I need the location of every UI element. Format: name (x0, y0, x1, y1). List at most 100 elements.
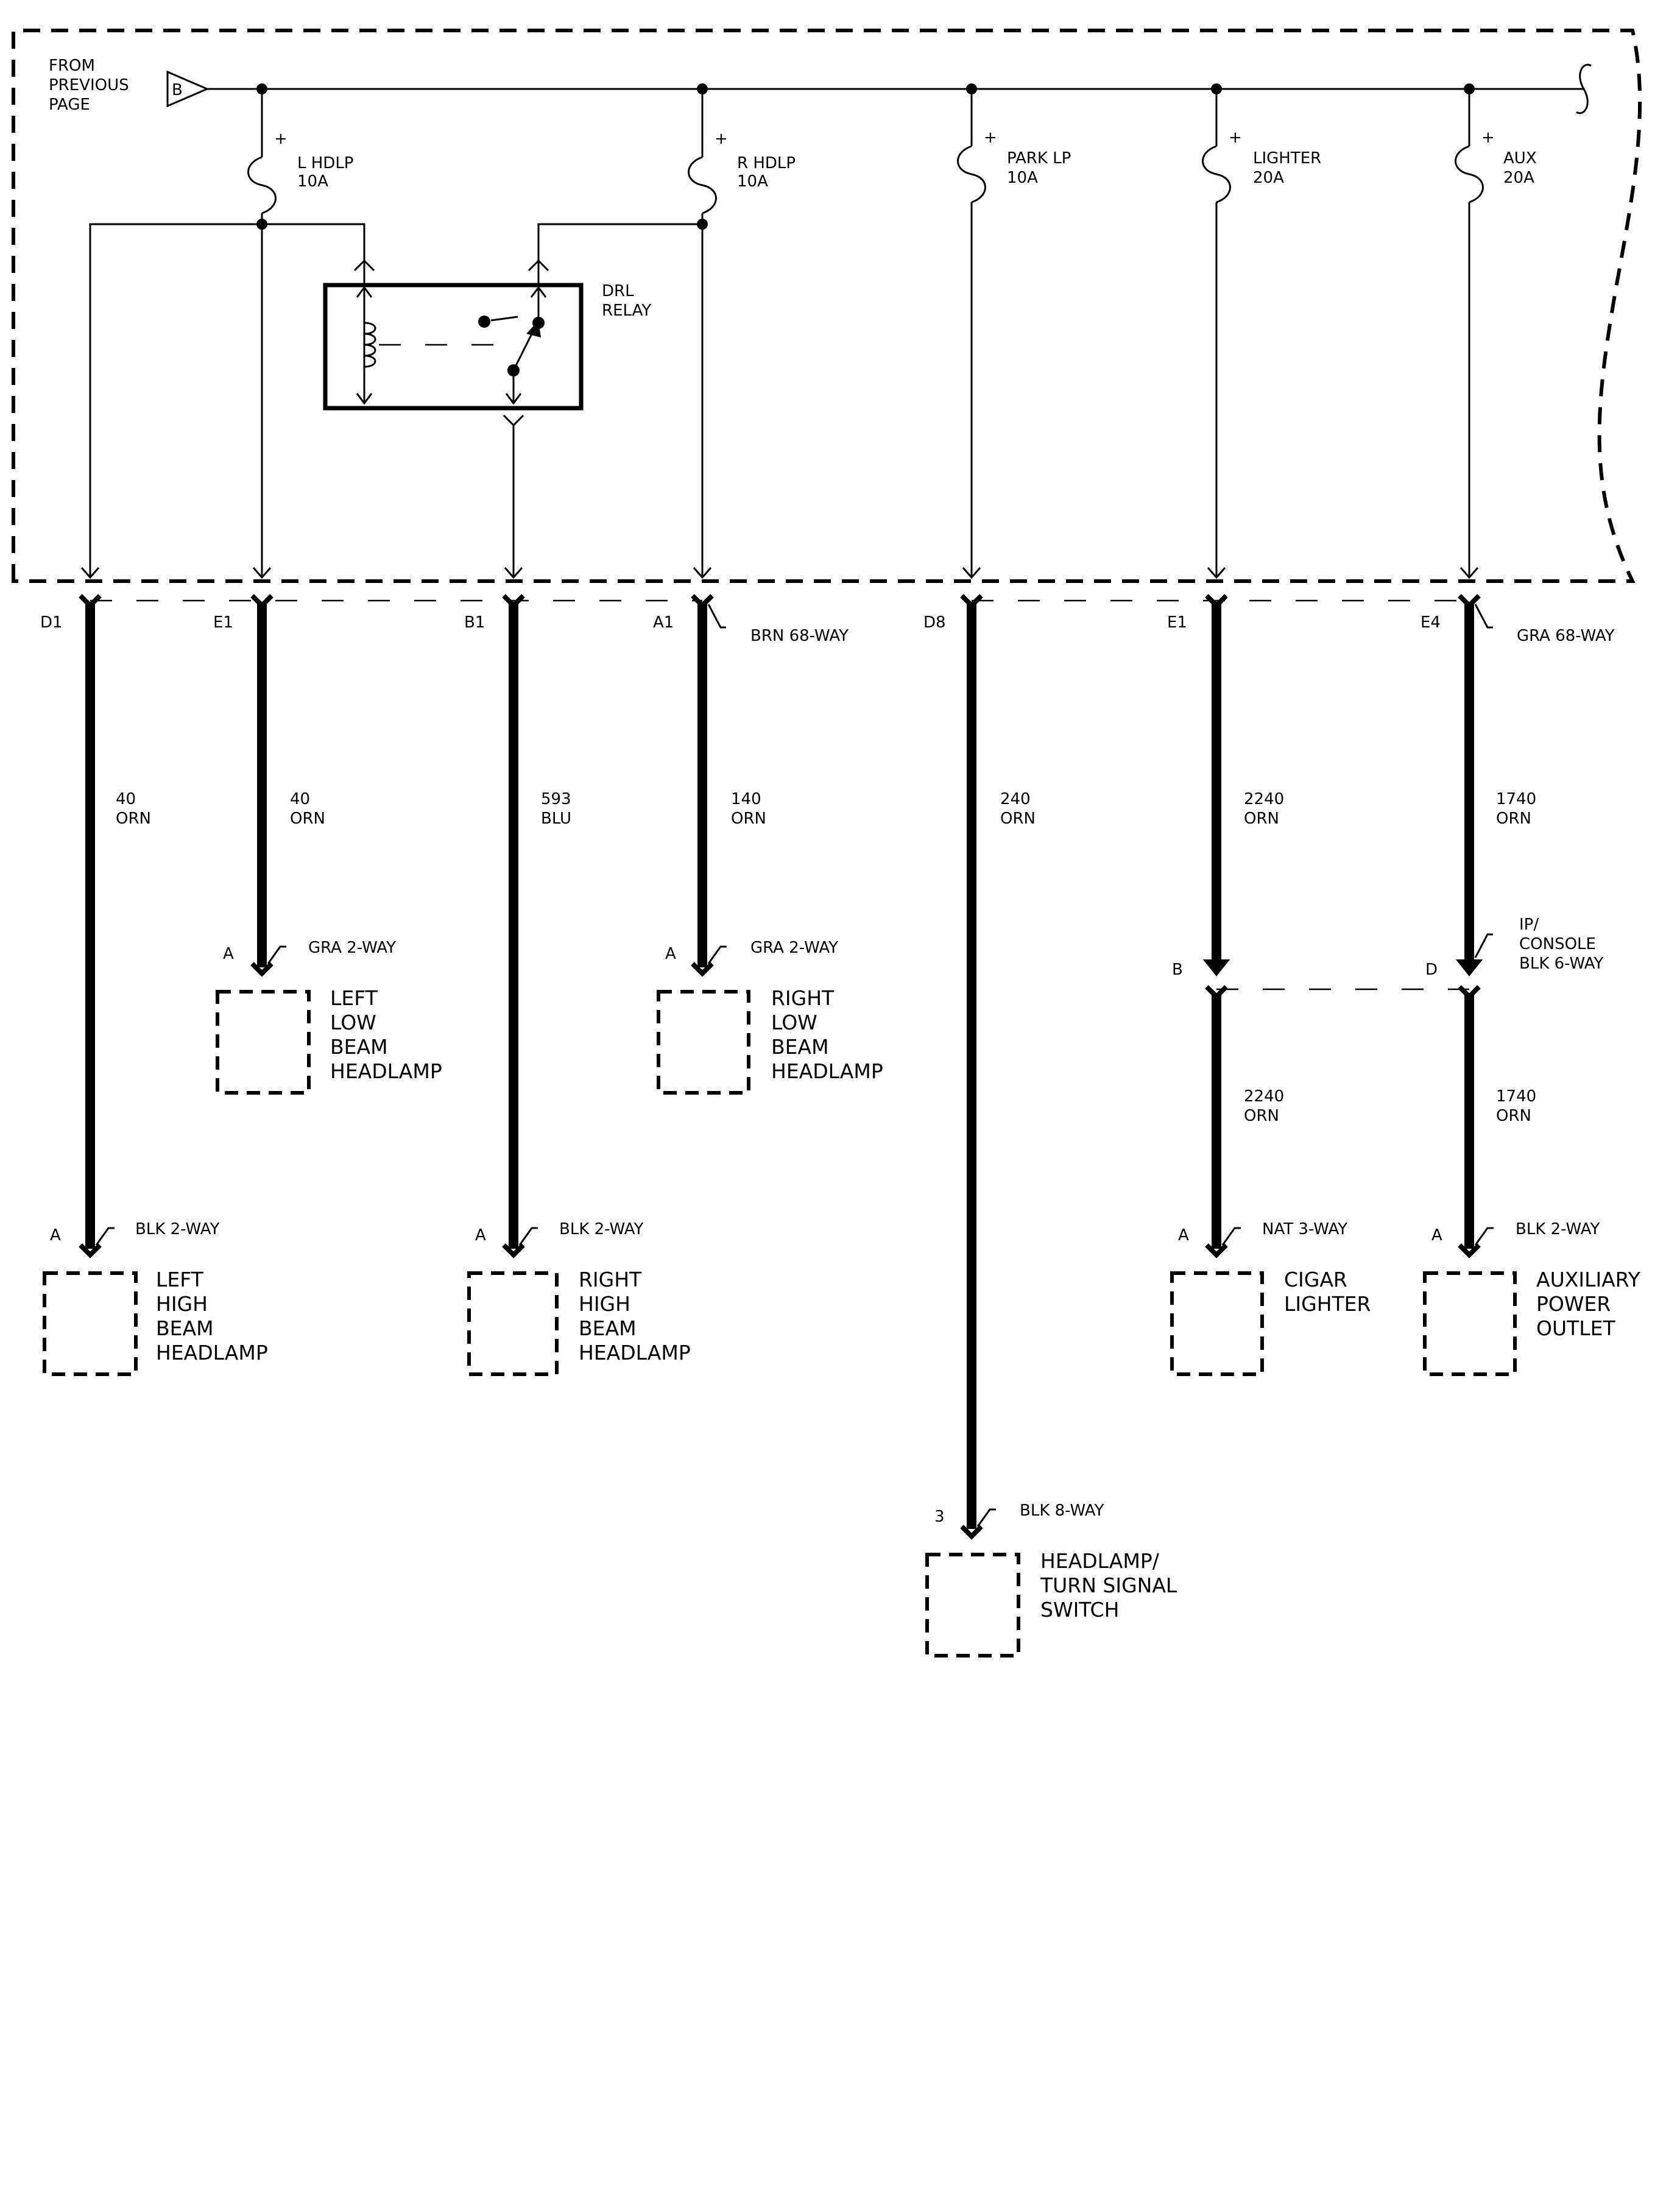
svg-text:ORN: ORN (731, 810, 766, 828)
svg-text:ORN: ORN (1244, 810, 1279, 828)
svg-text:+: + (984, 129, 997, 147)
ip-console-pin-b: B (1172, 961, 1183, 979)
svg-text:ORN: ORN (290, 810, 325, 828)
wire-label: 1740 ORN (1496, 790, 1536, 828)
page-connector-arrow (166, 70, 210, 108)
drl-relay-label: RELAY (602, 302, 651, 320)
connector-pin-labels: D1 E1 B1 A1 D8 E1 E4 (40, 613, 1441, 632)
svg-text:BLK 2-WAY: BLK 2-WAY (1516, 1220, 1600, 1238)
svg-text:+: + (1481, 129, 1495, 147)
fuse-aux: + AUX 20A (1455, 89, 1537, 577)
svg-text:HEADLAMP: HEADLAMP (771, 1059, 883, 1083)
svg-text:BEAM: BEAM (330, 1035, 388, 1059)
fuse-park-lp: + PARK LP 10A (957, 89, 1071, 577)
svg-text:AUXILIARY: AUXILIARY (1536, 1268, 1641, 1291)
svg-text:B1: B1 (464, 613, 485, 632)
svg-text:E4: E4 (1421, 613, 1441, 632)
svg-text:BLK 8-WAY: BLK 8-WAY (1020, 1502, 1104, 1520)
svg-text:240: 240 (1000, 790, 1031, 808)
svg-text:TURN SIGNAL: TURN SIGNAL (1040, 1573, 1177, 1597)
ip-console-label: IP/ CONSOLE BLK 6-WAY (1519, 916, 1604, 973)
svg-text:2240: 2240 (1244, 1087, 1284, 1106)
svg-text:+: + (715, 130, 728, 148)
svg-text:SWITCH: SWITCH (1040, 1598, 1119, 1622)
svg-text:ORN: ORN (116, 810, 151, 828)
cigar-lighter: A NAT 3-WAY CIGAR LIGHTER (1170, 1220, 1371, 1376)
fuse-l-hdlp: + L HDLP 10A (247, 89, 354, 577)
svg-text:HIGH: HIGH (579, 1292, 630, 1316)
svg-text:BLU: BLU (541, 810, 571, 828)
svg-text:LOW: LOW (330, 1011, 376, 1034)
connector-leader (707, 604, 726, 629)
right-low-beam-headlamp: A GRA 2-WAY RIGHT LOW BEAM HEADLAMP (657, 939, 883, 1095)
wire-label: 2240 ORN (1244, 790, 1284, 828)
svg-text:A1: A1 (653, 613, 674, 632)
svg-text:LEFT: LEFT (330, 986, 378, 1010)
svg-text:RIGHT: RIGHT (579, 1268, 642, 1291)
svg-text:PARK LP: PARK LP (1007, 149, 1071, 168)
drl-relay (89, 219, 708, 577)
svg-text:NAT 3-WAY: NAT 3-WAY (1262, 1220, 1347, 1238)
svg-text:A: A (475, 1226, 486, 1244)
svg-text:POWER: POWER (1536, 1292, 1611, 1316)
wire-label: 593 BLU (541, 790, 571, 828)
svg-text:1740: 1740 (1496, 790, 1536, 808)
wire-label: 40 ORN (116, 790, 151, 828)
svg-text:A: A (1431, 1226, 1442, 1244)
svg-text:+: + (1229, 129, 1242, 147)
svg-text:R HDLP: R HDLP (737, 154, 796, 172)
bus-break-symbol (1576, 63, 1592, 115)
ip-console-connector (1202, 959, 1483, 1000)
svg-text:D1: D1 (40, 613, 63, 632)
fuse-lighter: + LIGHTER 20A (1202, 89, 1321, 577)
svg-text:ORN: ORN (1496, 1107, 1531, 1125)
fuse-r-hdlp: + R HDLP 10A (688, 89, 796, 577)
svg-text:A: A (223, 945, 234, 963)
svg-text:CONSOLE: CONSOLE (1519, 935, 1596, 953)
svg-text:140: 140 (731, 790, 761, 808)
svg-text:40: 40 (290, 790, 310, 808)
svg-text:20A: 20A (1253, 169, 1284, 187)
connector-brn-68-way: BRN 68-WAY (750, 627, 849, 645)
wire-label: 1740 ORN (1496, 1087, 1536, 1125)
page-connector-letter: B (172, 81, 183, 99)
svg-text:LOW: LOW (771, 1011, 817, 1034)
svg-text:3: 3 (934, 1508, 945, 1526)
svg-text:IP/: IP/ (1519, 916, 1539, 934)
auxiliary-power-outlet: A BLK 2-WAY AUXILIARY POWER OUTLET (1423, 1220, 1641, 1376)
wire-label: 40 ORN (290, 790, 325, 828)
svg-text:D8: D8 (923, 613, 946, 632)
connector-leader (1474, 933, 1493, 958)
svg-text:BEAM: BEAM (156, 1316, 214, 1340)
svg-text:HEADLAMP: HEADLAMP (156, 1341, 268, 1364)
svg-text:RIGHT: RIGHT (771, 986, 835, 1010)
svg-text:+: + (274, 130, 288, 148)
connector-leader (1474, 604, 1493, 629)
svg-text:ORN: ORN (1244, 1107, 1279, 1125)
svg-text:10A: 10A (297, 172, 328, 191)
svg-text:BEAM: BEAM (771, 1035, 829, 1059)
svg-text:GRA 2-WAY: GRA 2-WAY (308, 939, 396, 957)
headlamp-turn-signal-switch: 3 BLK 8-WAY HEADLAMP/ TURN SIGNAL SWITCH (925, 1502, 1177, 1658)
svg-text:A: A (50, 1226, 61, 1244)
svg-text:GRA 2-WAY: GRA 2-WAY (750, 939, 838, 957)
wire-label: 140 ORN (731, 790, 766, 828)
svg-text:A: A (1178, 1226, 1189, 1244)
wire-label: 240 ORN (1000, 790, 1036, 828)
svg-text:20A: 20A (1503, 169, 1534, 187)
ip-console-pin-d: D (1425, 961, 1438, 979)
fuse-block-boundary (12, 29, 1642, 583)
svg-text:LIGHTER: LIGHTER (1284, 1292, 1371, 1316)
svg-text:LEFT: LEFT (156, 1268, 204, 1291)
svg-text:E1: E1 (213, 613, 233, 632)
svg-text:ORN: ORN (1000, 810, 1036, 828)
svg-text:OUTLET: OUTLET (1536, 1316, 1616, 1340)
svg-text:593: 593 (541, 790, 571, 808)
wire-label: 2240 ORN (1244, 1087, 1284, 1125)
boundary-arrowheads (80, 567, 1479, 579)
svg-text:LIGHTER: LIGHTER (1253, 149, 1321, 168)
svg-text:HEADLAMP: HEADLAMP (579, 1341, 691, 1364)
from-previous-page-label: FROM PREVIOUS PAGE (49, 57, 129, 114)
svg-text:A: A (665, 945, 676, 963)
